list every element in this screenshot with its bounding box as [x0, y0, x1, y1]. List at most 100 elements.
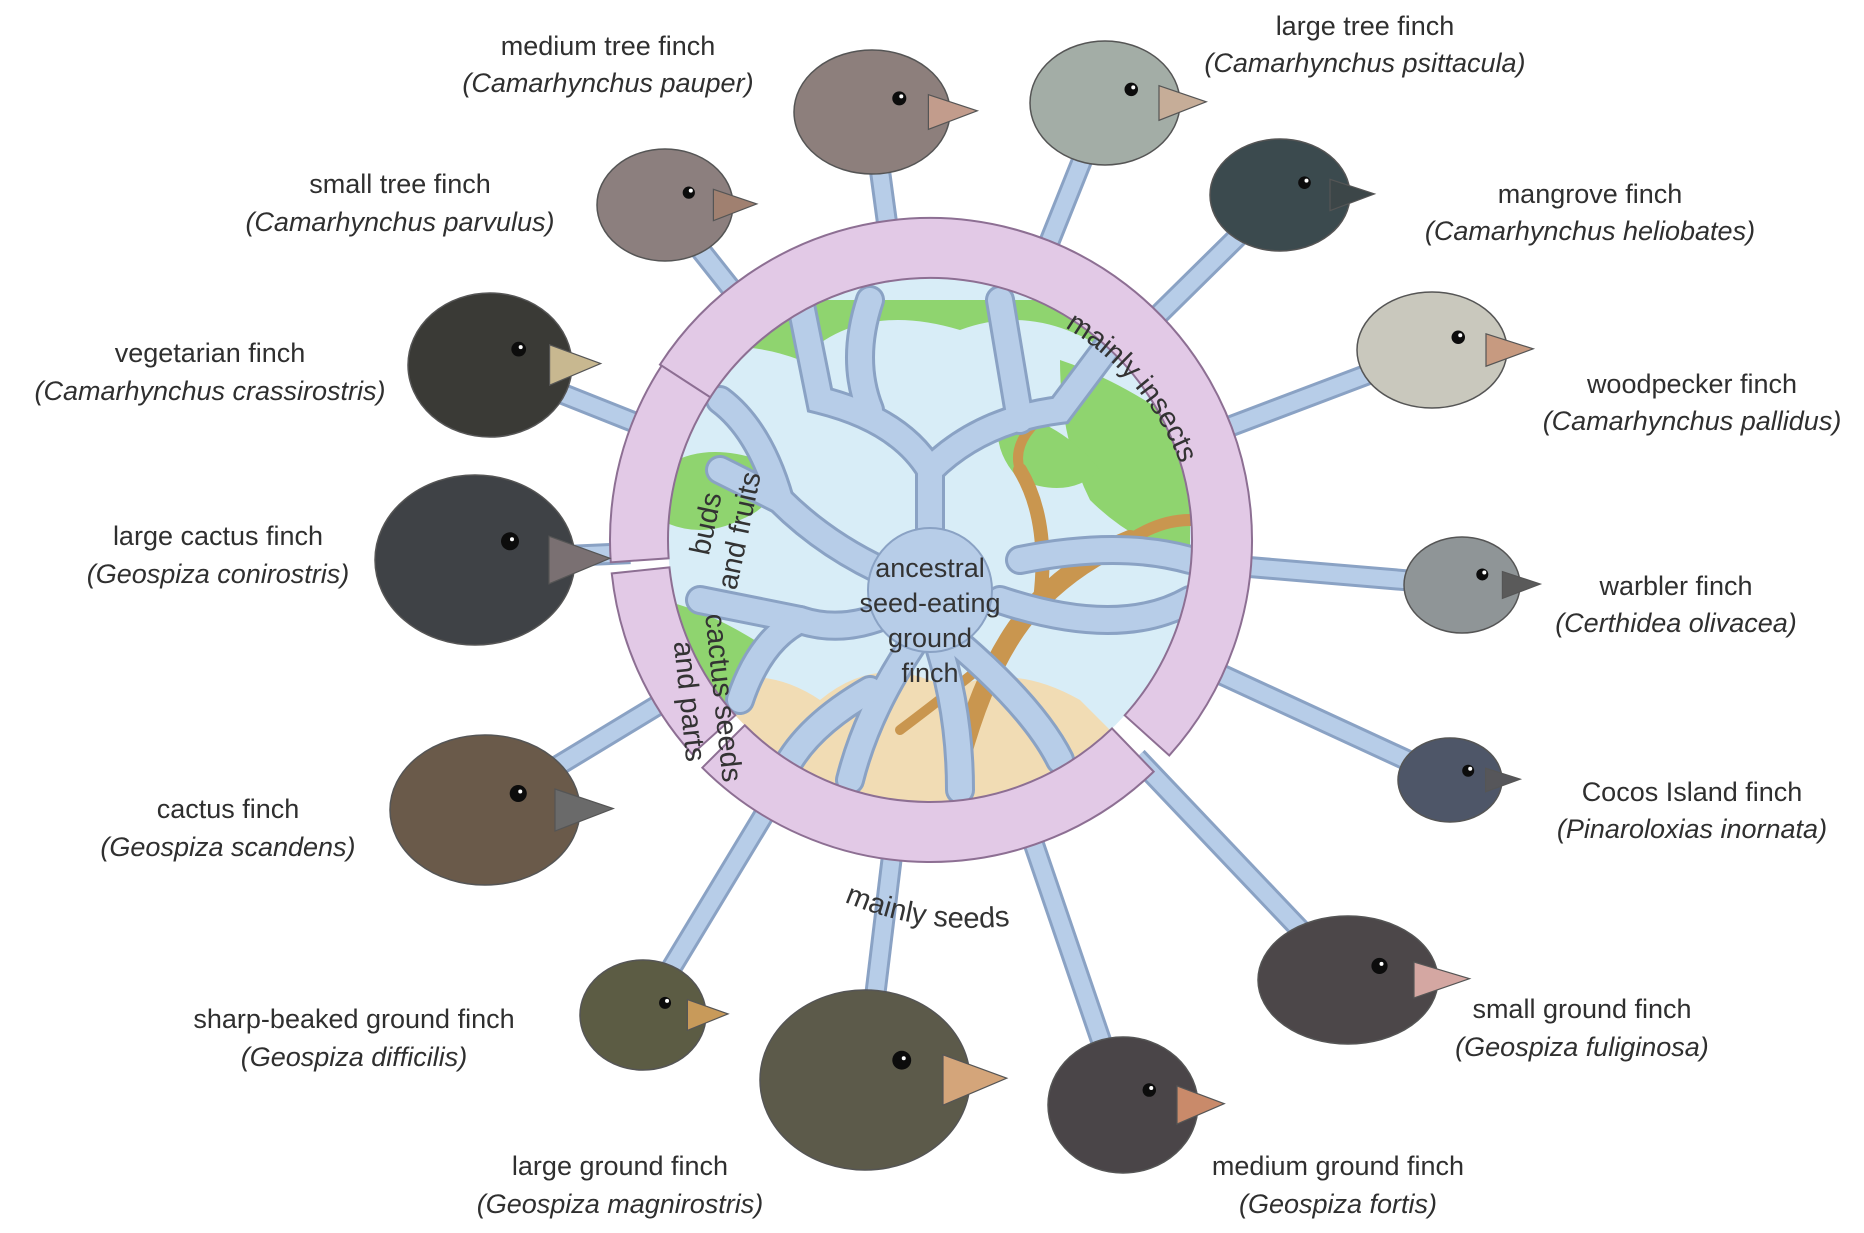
finch-eye-highlight — [518, 790, 522, 794]
finch-eye-highlight — [1131, 85, 1135, 89]
inner-branch — [1020, 550, 1190, 560]
finch-beak — [943, 1055, 1007, 1105]
finch-eye-highlight — [665, 999, 669, 1003]
finch-common-name: small tree finch — [309, 169, 491, 199]
finch-eye-highlight — [899, 94, 903, 98]
finch-scientific-name: (Geospiza scandens) — [100, 832, 355, 862]
finch-eye-highlight — [1149, 1086, 1153, 1090]
finch-eye — [683, 187, 695, 199]
finch-common-name: cactus finch — [157, 794, 300, 824]
finch-beak — [1330, 179, 1375, 210]
spoke — [1229, 565, 1433, 582]
finch-eye — [892, 1051, 911, 1070]
finch-common-name: small ground finch — [1472, 994, 1691, 1024]
finch-common-name: mangrove finch — [1498, 179, 1683, 209]
finch-label-1: large tree finch (Camarhynchus psittacul… — [1204, 11, 1525, 78]
finch-scientific-name: (Geospiza conirostris) — [87, 559, 350, 589]
finch-label-9: sharp-beaked ground finch (Geospiza diff… — [193, 1004, 514, 1072]
finch-eye — [1452, 330, 1466, 344]
finch-label-2: mangrove finch (Camarhynchus heliobates) — [1425, 179, 1755, 246]
finch-eye-highlight — [1468, 767, 1472, 771]
finch-label-10: cactus finch (Geospiza scandens) — [100, 794, 355, 862]
finch-scientific-name: (Geospiza magnirostris) — [477, 1189, 764, 1219]
center-line-3: ground — [888, 623, 972, 653]
finch-beak — [1486, 768, 1521, 792]
finch-scientific-name: (Camarhynchus pallidus) — [1543, 406, 1842, 436]
finch-eye-highlight — [1305, 179, 1309, 183]
finch-head — [794, 50, 950, 174]
finch-eye — [1371, 958, 1387, 974]
finch-head-6 — [1258, 916, 1470, 1044]
finch-scientific-name: (Camarhynchus crassirostris) — [34, 376, 385, 406]
finch-beak — [1159, 86, 1206, 121]
finch-label-3: woodpecker finch (Camarhynchus pallidus) — [1543, 369, 1842, 436]
finch-beak — [550, 345, 601, 385]
finch-head-8 — [760, 990, 1007, 1170]
center-line-4: finch — [901, 658, 958, 688]
finch-eye — [1298, 176, 1311, 189]
finch-scientific-name: (Certhidea olivacea) — [1555, 608, 1797, 638]
finch-head-5 — [1398, 738, 1520, 822]
finch-eye — [1462, 765, 1474, 777]
finch-scientific-name: (Camarhynchus psittacula) — [1204, 48, 1525, 78]
finch-head — [1357, 292, 1507, 408]
finch-eye — [892, 91, 906, 105]
finch-head-11 — [375, 475, 610, 645]
inner-branch — [860, 300, 870, 410]
finch-common-name: medium tree finch — [501, 31, 716, 61]
finch-common-name: sharp-beaked ground finch — [193, 1004, 514, 1034]
finch-head — [1048, 1037, 1198, 1173]
finch-label-4: warbler finch (Certhidea olivacea) — [1555, 571, 1797, 638]
finch-label-8: large ground finch (Geospiza magnirostri… — [477, 1151, 764, 1219]
finch-beak — [555, 789, 613, 831]
finch-eye-highlight — [689, 189, 693, 193]
finch-head-0 — [794, 50, 977, 174]
spoke — [1137, 757, 1322, 952]
finch-beak — [1502, 572, 1540, 599]
center-line-2: seed-eating — [859, 588, 1000, 618]
finch-head-1 — [1030, 41, 1206, 165]
finch-eye — [1476, 568, 1488, 580]
finch-eye-highlight — [519, 345, 523, 349]
finch-beak — [1414, 962, 1470, 998]
center-line-1: ancestral — [875, 553, 985, 583]
finch-scientific-name: (Geospiza fortis) — [1239, 1189, 1437, 1219]
finch-head — [375, 475, 575, 645]
finch-head-4 — [1404, 537, 1540, 633]
ring-label-seeds: mainly seeds — [842, 879, 1011, 935]
finch-beak — [687, 1000, 728, 1031]
spoke — [1202, 666, 1427, 770]
finch-eye — [659, 997, 671, 1009]
finch-common-name: large ground finch — [512, 1151, 728, 1181]
finch-eye-highlight — [1482, 570, 1486, 574]
finch-head — [390, 735, 580, 885]
finch-head-7 — [1048, 1037, 1224, 1173]
finch-head-3 — [1357, 292, 1533, 408]
finch-eye — [501, 532, 519, 550]
finch-head-2 — [1210, 139, 1375, 251]
finch-common-name: Cocos Island finch — [1582, 777, 1803, 807]
finch-head — [760, 990, 970, 1170]
finch-eye-highlight — [902, 1056, 906, 1060]
finch-head — [408, 293, 572, 437]
finch-beak — [928, 95, 977, 130]
finch-eye-highlight — [510, 537, 514, 541]
finch-common-name: woodpecker finch — [1586, 369, 1797, 399]
finch-eye — [511, 342, 526, 357]
finch-eye — [510, 785, 527, 802]
finch-label-5: Cocos Island finch (Pinaroloxias inornat… — [1557, 777, 1827, 844]
finch-head-12 — [408, 293, 601, 437]
finch-common-name: vegetarian finch — [115, 338, 306, 368]
finch-common-name: large cactus finch — [113, 521, 323, 551]
finch-eye — [1125, 83, 1139, 97]
finch-common-name: warbler finch — [1598, 571, 1752, 601]
finch-eye — [1143, 1083, 1157, 1097]
finch-label-11: large cactus finch (Geospiza conirostris… — [87, 521, 350, 589]
finch-label-13: small tree finch (Camarhynchus parvulus) — [245, 169, 554, 237]
finch-scientific-name: (Geospiza fuliginosa) — [1455, 1032, 1709, 1062]
finch-scientific-name: (Pinaroloxias inornata) — [1557, 814, 1827, 844]
finch-beak — [1177, 1086, 1224, 1124]
spoke — [660, 797, 775, 987]
